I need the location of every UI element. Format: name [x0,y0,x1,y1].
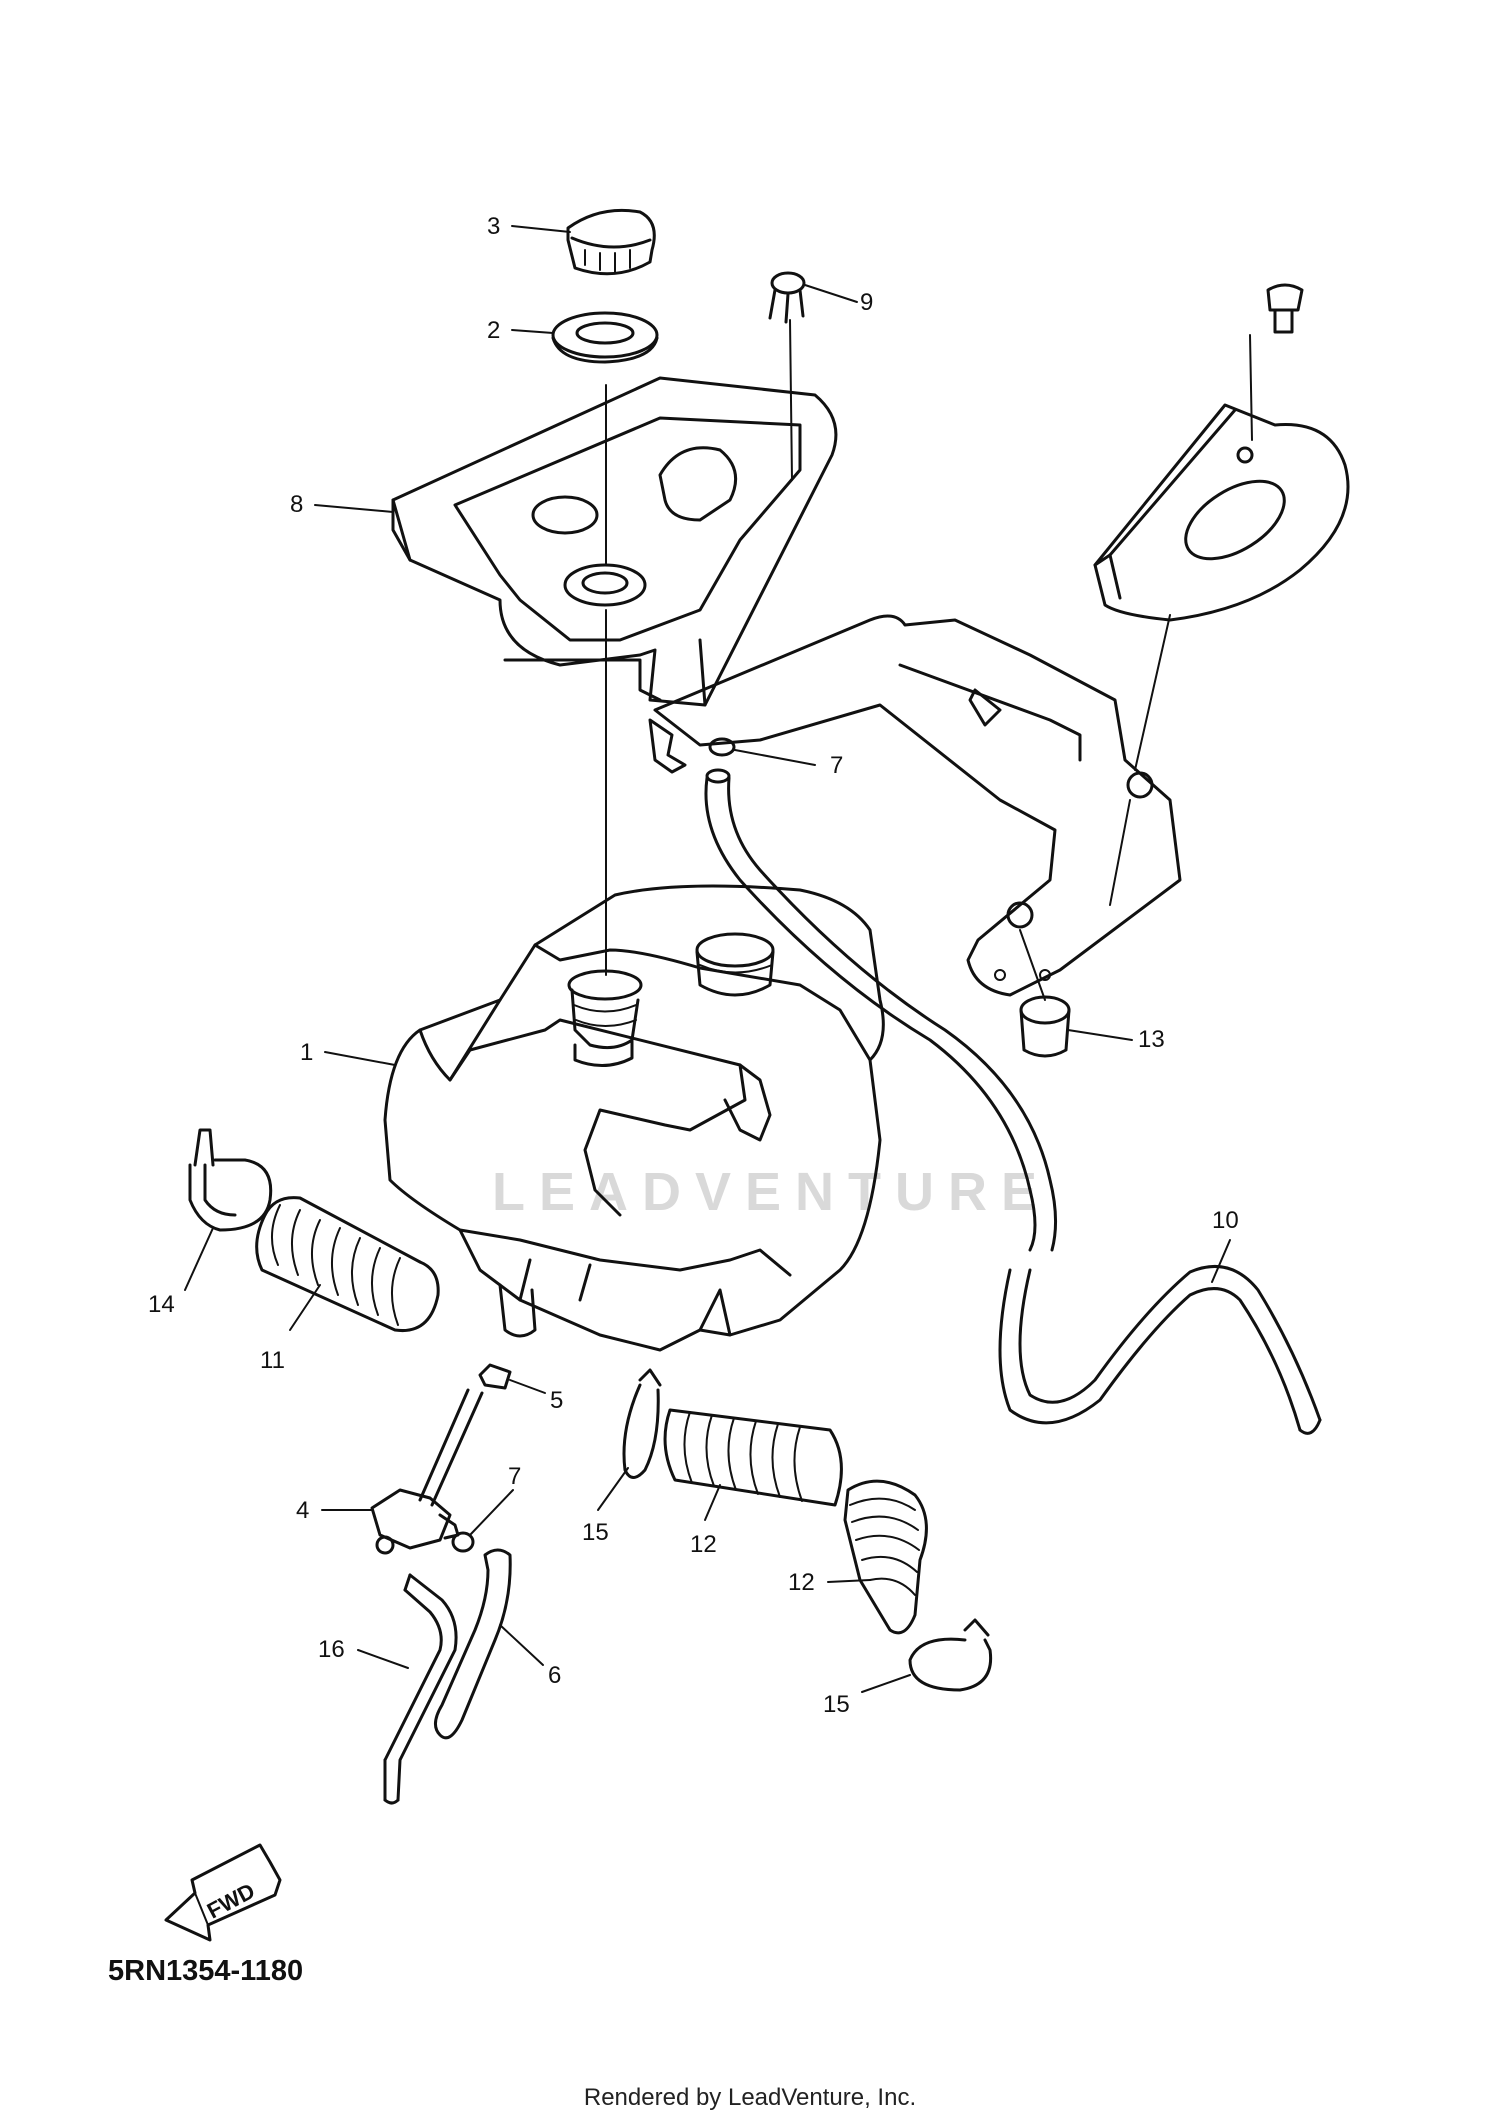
part-bracket-pad [1093,403,1350,622]
fwd-label: FWD [203,1878,259,1924]
callout-12-right: 12 [788,1569,815,1596]
part-clamp-15-left [622,1368,662,1479]
part-tank-cover [391,376,838,707]
callout-3: 3 [487,213,500,240]
callout-8: 8 [290,491,303,518]
callout-1: 1 [300,1039,313,1066]
part-fuel-filter [478,1363,512,1390]
callout-13: 13 [1138,1026,1165,1053]
callout-15-right: 15 [823,1691,850,1718]
part-gasket [551,311,659,364]
part-small-clip-lower [451,1531,475,1553]
part-fuel-cap [566,208,656,276]
callout-9: 9 [860,289,873,316]
callout-15-left: 15 [582,1519,609,1546]
callout-11: 11 [260,1347,285,1374]
callout-4: 4 [296,1497,309,1524]
part-frame-bracket [648,614,1182,997]
callout-5: 5 [550,1387,563,1414]
callouts: 1 2 3 4 5 6 7 7 8 9 10 11 12 12 13 14 15… [148,213,1239,1718]
part-hose-clamp-left [188,1128,273,1232]
callout-7-upper: 7 [830,752,843,779]
part-fuel-hose [434,1548,512,1740]
part-fuel-cock [370,1388,484,1555]
watermark-text: LEADVENTURE [492,1162,1051,1222]
part-hose-spring-left [663,1408,843,1507]
callout-10: 10 [1212,1207,1239,1234]
part-fuel-tank [383,884,885,1352]
part-clip [768,271,806,324]
footer-credit: Rendered by LeadVenture, Inc. [583,2084,917,2111]
callout-2: 2 [487,317,500,344]
part-bolt [1266,283,1304,334]
callout-16: 16 [318,1636,345,1663]
part-grommet [1019,995,1071,1058]
callout-12-left: 12 [690,1531,717,1558]
part-breather-hose-long [704,768,1322,1435]
alignment-lines [605,319,1253,1001]
callout-7-lower: 7 [508,1463,521,1490]
part-hose-16 [383,1573,458,1805]
fwd-arrow-icon: FWD [164,1843,282,1942]
callout-14: 14 [148,1291,175,1318]
callout-6: 6 [548,1662,561,1689]
part-small-clip-upper [708,737,736,757]
part-clamp-15-right [908,1618,993,1692]
part-hose-spring-right [843,1479,928,1635]
part-flex-hose [255,1196,440,1333]
part-number: 5RN1354-1180 [108,1955,304,1987]
leader-lines [184,225,1231,1693]
